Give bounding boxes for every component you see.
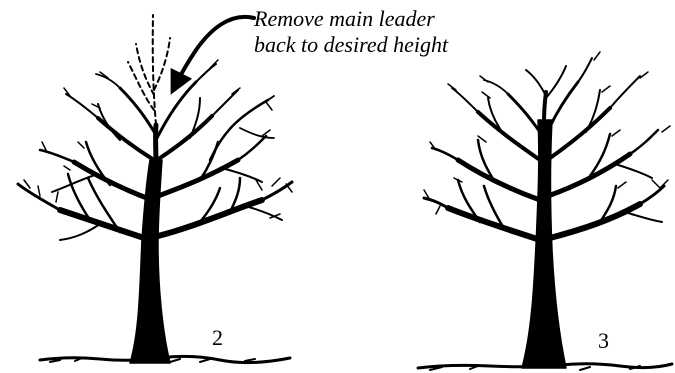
removed-leader bbox=[128, 15, 170, 125]
annotation-line-1: Remove main leader bbox=[254, 6, 554, 32]
tree-3 bbox=[418, 52, 672, 370]
annotation-arrow bbox=[176, 17, 254, 84]
pruning-annotation: Remove main leader back to desired heigh… bbox=[254, 6, 554, 58]
annotation-line-2: back to desired height bbox=[254, 32, 554, 58]
figure-label-3: 3 bbox=[598, 329, 609, 353]
trunk-3 bbox=[522, 120, 566, 368]
trunk-2 bbox=[130, 160, 170, 363]
tree-2 bbox=[18, 15, 292, 363]
figure-label-2: 2 bbox=[212, 326, 223, 350]
